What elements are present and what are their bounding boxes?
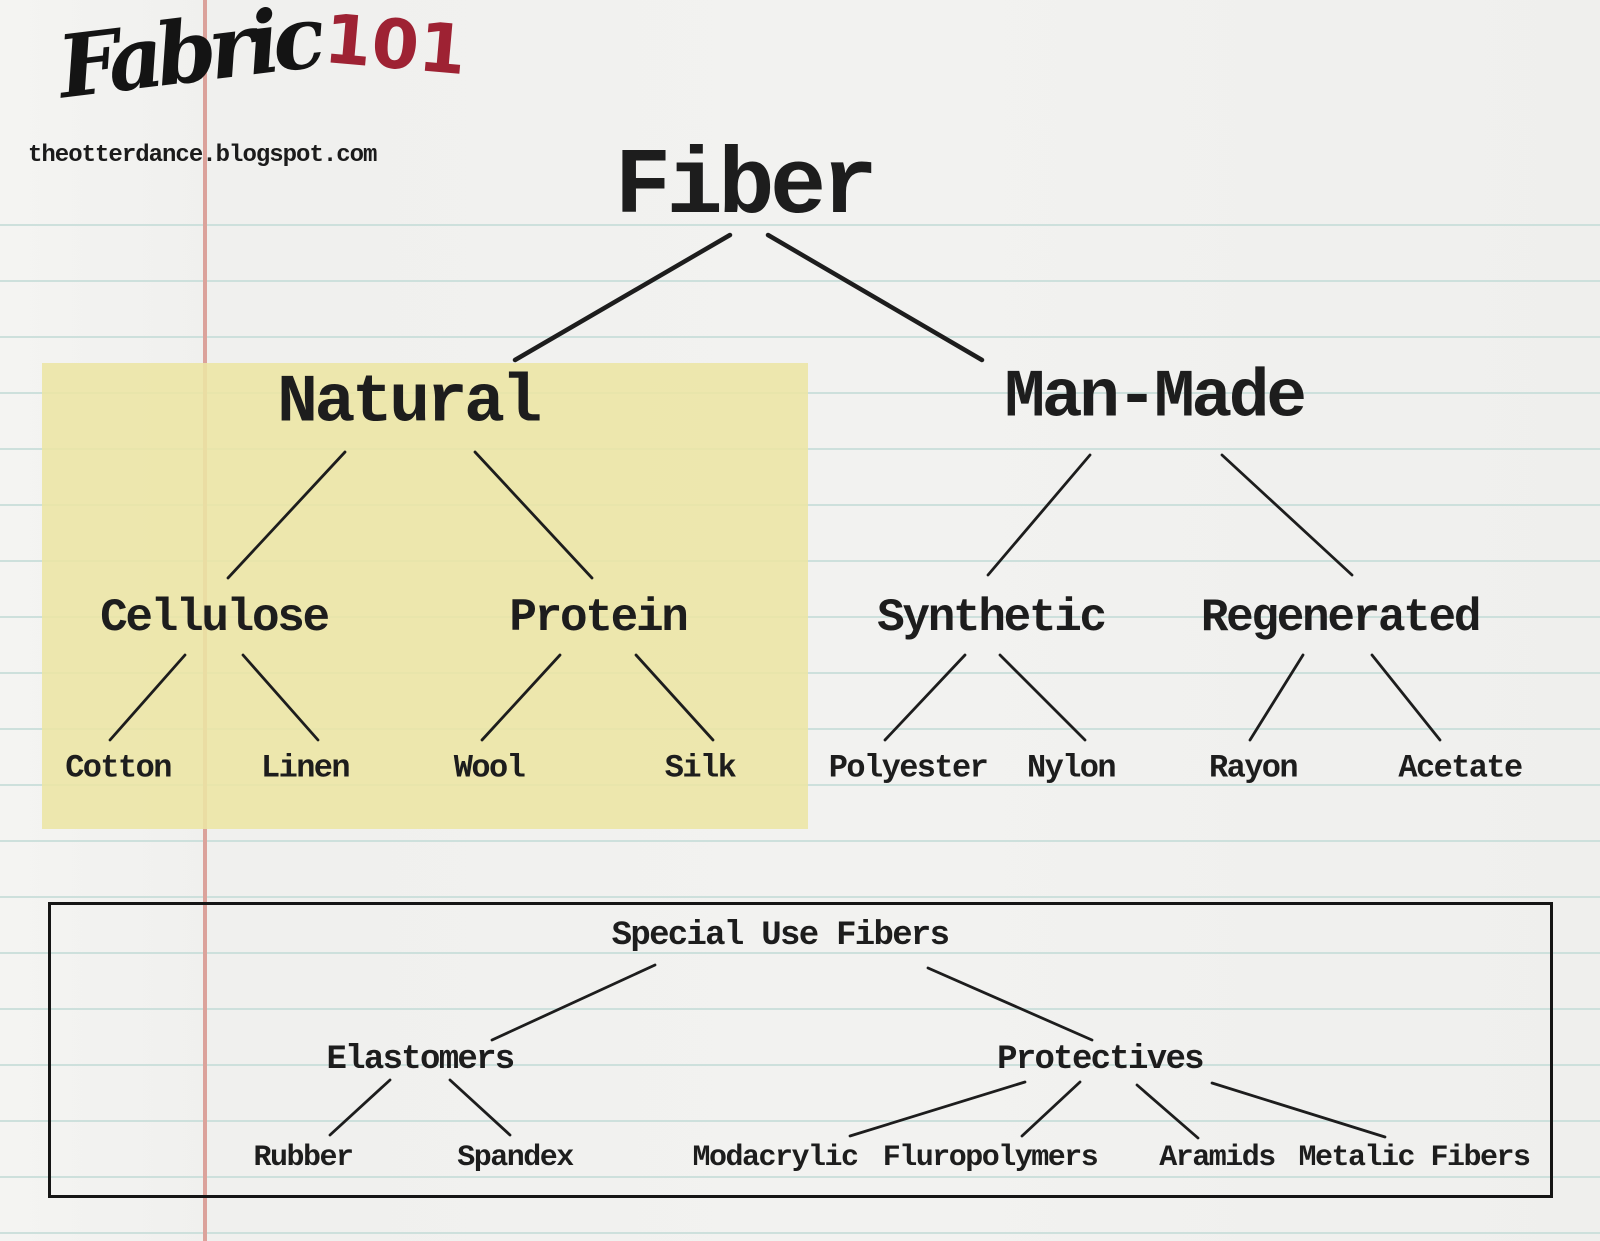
node-modacrylic: Modacrylic <box>692 1141 859 1175</box>
node-man-made: Man-Made <box>1004 359 1307 437</box>
connector-line <box>480 653 562 742</box>
node-regenerated: Regenerated <box>1200 592 1482 644</box>
natural-branch-highlight <box>42 363 808 829</box>
connector-line <box>328 1078 392 1137</box>
node-nylon: Nylon <box>1026 749 1117 787</box>
connector-line <box>634 653 715 742</box>
connector-line <box>883 653 967 742</box>
special-box-title: Special Use Fibers <box>611 917 950 955</box>
node-spandex: Spandex <box>457 1141 574 1175</box>
node-fluropolymers: Fluropolymers <box>882 1141 1099 1175</box>
connector-line <box>848 1080 1027 1138</box>
connector-line <box>998 653 1087 742</box>
node-cotton: Cotton <box>65 749 172 787</box>
connector-line <box>448 1078 512 1137</box>
logo: Fabric101 <box>53 0 469 119</box>
node-linen: Linen <box>260 749 351 787</box>
node-metalic-fibers: Metalic Fibers <box>1298 1141 1531 1175</box>
connector-line <box>765 232 985 363</box>
node-synthetic: Synthetic <box>877 592 1107 644</box>
connector-line <box>1248 653 1305 742</box>
node-wool: Wool <box>453 749 526 787</box>
blog-url-text: theotterdance.blogspot.com <box>28 142 377 169</box>
node-rubber: Rubber <box>253 1141 354 1175</box>
logo-brand-text: Fabric <box>52 0 324 119</box>
node-protectives: Protectives <box>997 1041 1204 1079</box>
node-aramids: Aramids <box>1159 1141 1276 1175</box>
connector-line <box>473 450 594 580</box>
node-cellulose: Cellulose <box>100 592 330 644</box>
node-fiber: Fiber <box>614 135 878 241</box>
connector-line <box>490 963 657 1042</box>
node-protein: Protein <box>509 592 688 644</box>
connector-line <box>1220 453 1354 577</box>
connector-line <box>1210 1081 1387 1139</box>
logo-number-text: 101 <box>320 0 469 92</box>
special-use-box <box>48 902 1553 1198</box>
connector-line <box>226 450 347 580</box>
node-natural: Natural <box>277 364 542 442</box>
connector-line <box>926 966 1094 1042</box>
node-rayon: Rayon <box>1208 749 1299 787</box>
node-acetate: Acetate <box>1398 749 1523 787</box>
connector-line <box>1020 1080 1082 1138</box>
node-polyester: Polyester <box>828 749 989 787</box>
node-elastomers: Elastomers <box>326 1041 515 1079</box>
connector-line <box>241 653 320 742</box>
connector-line <box>1370 653 1442 742</box>
connector-line <box>512 232 733 363</box>
connector-line <box>108 653 187 742</box>
connector-line <box>986 453 1092 577</box>
connector-line <box>1135 1083 1200 1140</box>
node-silk: Silk <box>664 749 737 787</box>
